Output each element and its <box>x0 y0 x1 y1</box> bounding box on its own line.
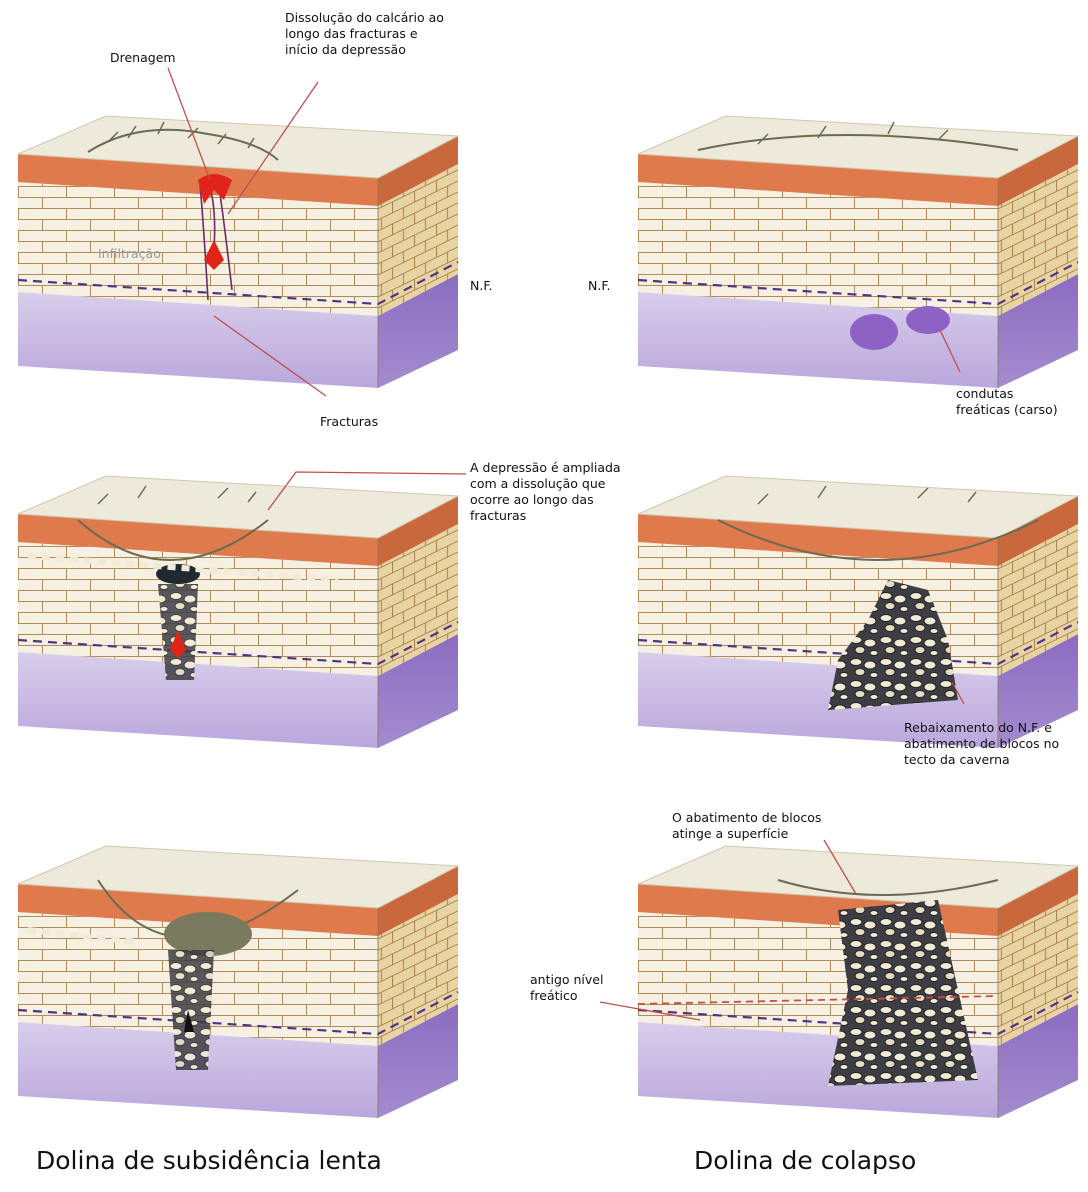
block-left-1 <box>18 116 458 388</box>
block-left-3 <box>18 846 458 1118</box>
label-fracturas: Fracturas <box>320 414 378 430</box>
caption-dolina-subsidencia: Dolina de subsidência lenta <box>36 1146 382 1175</box>
block-right-3 <box>638 846 1078 1118</box>
label-condutas: condutas freáticas (carso) <box>956 386 1058 418</box>
label-depressao: A depressão é ampliada com a dissolução … <box>470 460 621 524</box>
block-left-2 <box>18 476 458 748</box>
label-nf-right: N.F. <box>588 278 610 294</box>
label-nf-left: N.F. <box>470 278 492 294</box>
label-abatimento: O abatimento de blocos atinge a superfíc… <box>672 810 821 842</box>
label-dissolucao: Dissolução do calcário ao longo das frac… <box>285 10 444 58</box>
label-drenagem: Drenagem <box>110 50 176 66</box>
label-antigo-nivel: antigo nível freático <box>530 972 603 1004</box>
label-rebaixamento: Rebaixamento do N.F. e abatimento de blo… <box>904 720 1059 768</box>
block-right-2 <box>638 476 1078 748</box>
caption-dolina-colapso: Dolina de colapso <box>694 1146 916 1175</box>
label-infiltracao: Infiltração <box>98 246 161 262</box>
block-right-1 <box>638 116 1078 388</box>
